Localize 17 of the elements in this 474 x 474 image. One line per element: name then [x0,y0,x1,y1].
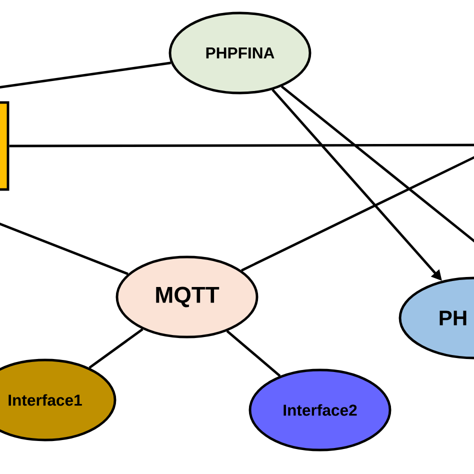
node-label: PHPFINA [206,48,274,58]
node-label: Interface2 [284,404,357,416]
connector-line [241,154,474,272]
process-ellipse [116,256,258,338]
connector-line [9,144,474,148]
connector-line [0,220,128,276]
connector-line [0,62,172,90]
process-ellipse [248,368,392,452]
process-ellipse [398,276,474,360]
process-box [0,101,10,191]
connector-line [88,328,144,369]
process-ellipse [0,358,116,442]
node-label: PH [440,310,466,326]
connector-line [226,330,281,377]
process-ellipse [168,12,312,94]
node-label: Interface1 [8,394,82,406]
node-label: MQTT [156,286,220,308]
